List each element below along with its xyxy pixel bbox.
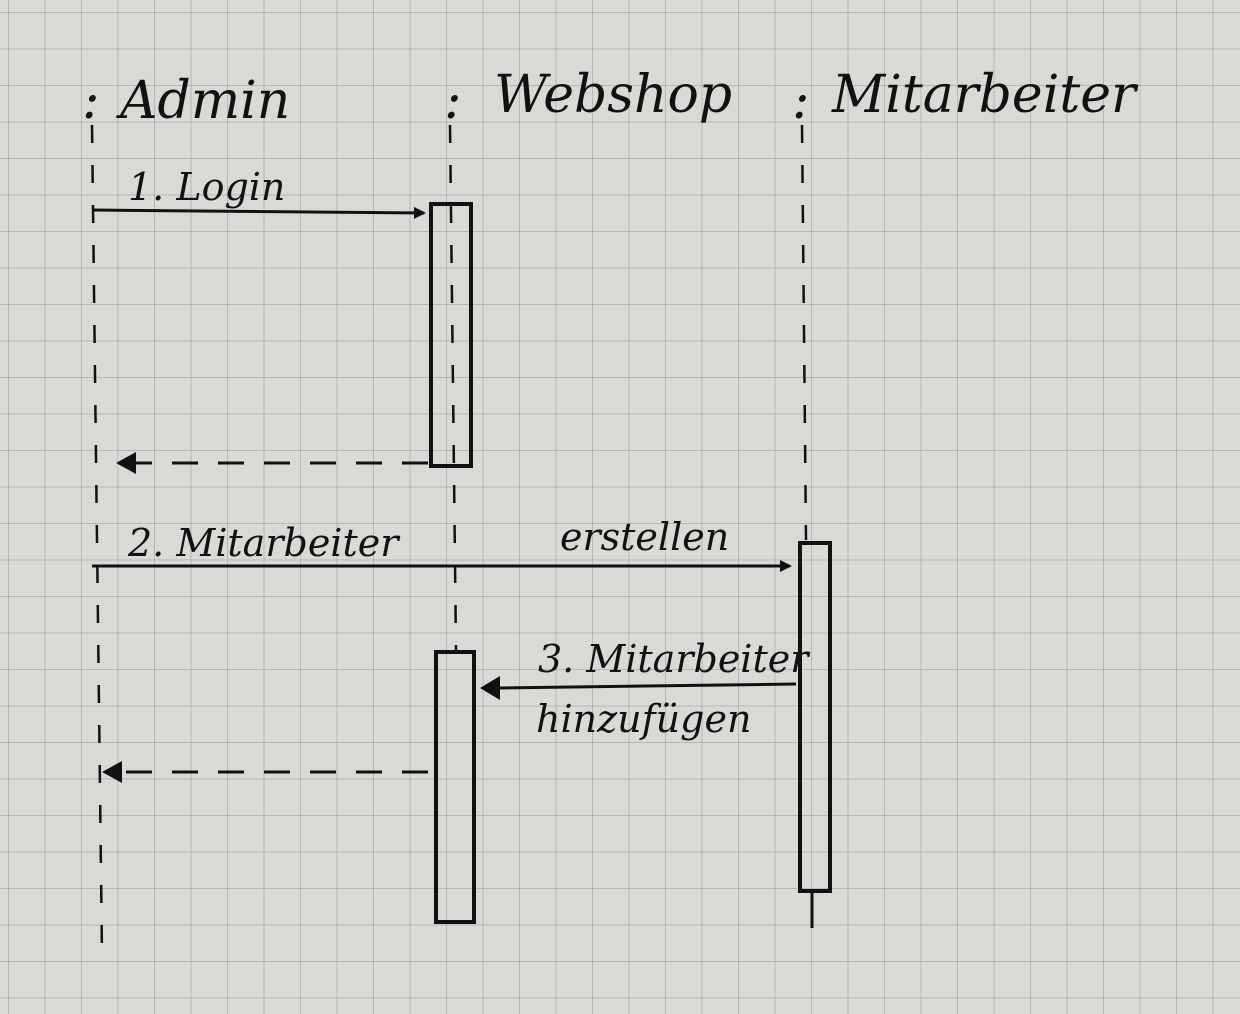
- activation-webshop-1: [429, 202, 473, 468]
- message-erstellen-label: erstellen: [560, 515, 729, 559]
- participant-mitarbeiter-name: Mitarbeiter: [831, 65, 1139, 125]
- participant-webshop: : Webshop: [444, 65, 732, 131]
- participant-mitarbeiter: : Mitarbeiter: [792, 65, 1139, 131]
- arrow-mitarbeiter-hinzufuegen-head: [480, 676, 500, 700]
- participant-admin: : Admin: [82, 71, 290, 131]
- activation-webshop-2: [434, 650, 476, 924]
- arrow-mitarbeiter-hinzufuegen-line: [499, 682, 797, 690]
- participant-admin-name: Admin: [116, 71, 290, 131]
- return-arrow-2-head: [102, 761, 122, 783]
- message-login-label: 1. Login: [128, 165, 285, 209]
- arrow-login: [91, 206, 426, 219]
- participant-mitarbeiter-prefix: :: [792, 71, 810, 131]
- participant-admin-prefix: :: [82, 71, 100, 131]
- lifeline-webshop: [448, 124, 458, 651]
- lifeline-admin: [90, 124, 104, 956]
- participant-webshop-name: Webshop: [494, 65, 732, 125]
- participant-webshop-prefix: :: [444, 71, 462, 131]
- message-mitarbeiter-label: 2. Mitarbeiter: [127, 521, 401, 565]
- return-arrow-login-head: [116, 452, 136, 474]
- lifeline-mitarbeiter: [800, 124, 808, 541]
- message-hinzufuegen-label: hinzufügen: [536, 697, 751, 741]
- activation-mitarbeiter: [798, 541, 832, 893]
- message-3-label: 3. Mitarbeiter: [538, 637, 811, 681]
